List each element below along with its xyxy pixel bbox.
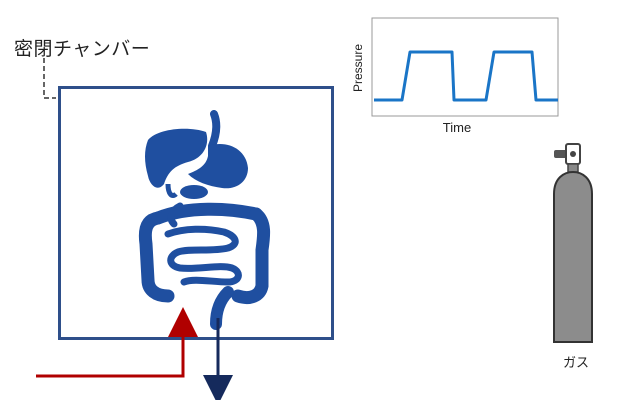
- pressure-time-graph: Time Pressure: [351, 17, 559, 135]
- graph-ylabel: Pressure: [351, 44, 365, 92]
- graph-xlabel: Time: [443, 120, 471, 135]
- digestive-tract-icon: [138, 110, 271, 330]
- pressure-trace: [374, 50, 558, 102]
- gas-label: ガス: [562, 356, 589, 371]
- chamber-leader-line: [43, 58, 56, 99]
- gas-cylinder-icon: [553, 143, 593, 343]
- chamber-label: 密閉チャンバー: [14, 38, 151, 60]
